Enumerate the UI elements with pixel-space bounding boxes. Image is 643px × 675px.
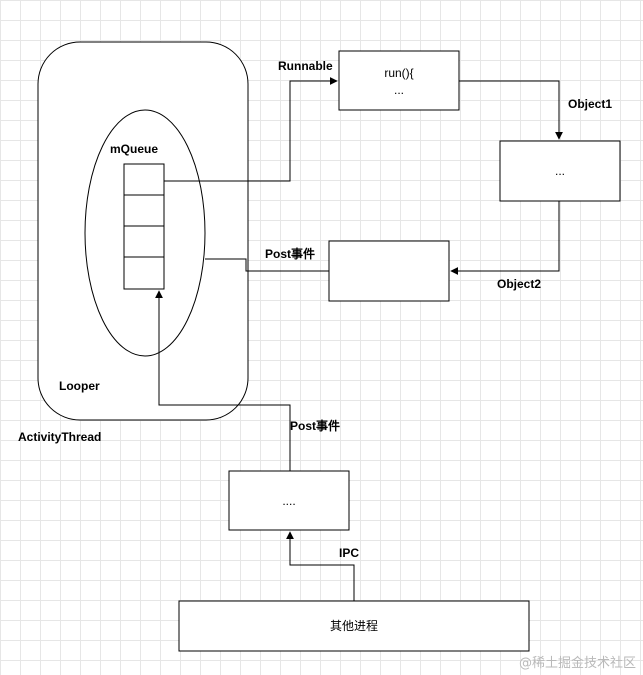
looper-label: Looper	[59, 379, 100, 393]
runnable-label: Runnable	[278, 59, 333, 73]
edge-process-to-ipc	[286, 531, 355, 601]
other-process-text: 其他进程	[330, 618, 378, 633]
edge-ipc-to-queue	[155, 290, 291, 471]
activity-thread-label: ActivityThread	[18, 430, 101, 444]
post-event-top-label: Post事件	[265, 246, 315, 261]
other-process-box[interactable]	[178, 600, 530, 652]
edge-queue-to-run	[164, 77, 338, 182]
mqueue-slot	[123, 194, 165, 227]
object2-label: Object2	[497, 277, 541, 291]
ipc-box-text: ....	[282, 494, 295, 508]
ipc-label: IPC	[339, 546, 359, 560]
mqueue-stack	[123, 163, 165, 290]
run-box[interactable]	[338, 50, 460, 111]
edge-middle-to-post	[450, 201, 560, 275]
run-box-line1: run(){	[384, 66, 413, 80]
mqueue-slot	[123, 225, 165, 258]
run-box-line2: ...	[394, 83, 404, 97]
mqueue-label: mQueue	[110, 142, 158, 156]
watermark: @稀土掘金技术社区	[519, 655, 636, 671]
edge-run-to-middle	[459, 80, 563, 140]
middle-box-text: ...	[555, 164, 565, 178]
mqueue-slot	[123, 256, 165, 290]
ipc-box[interactable]	[228, 470, 350, 531]
post-target-box[interactable]	[328, 240, 450, 302]
mqueue-slot	[123, 163, 165, 196]
middle-box[interactable]	[499, 140, 621, 202]
object1-label: Object1	[568, 97, 612, 111]
edge-post-to-looper	[205, 258, 329, 272]
post-event-bottom-label: Post事件	[290, 418, 340, 433]
